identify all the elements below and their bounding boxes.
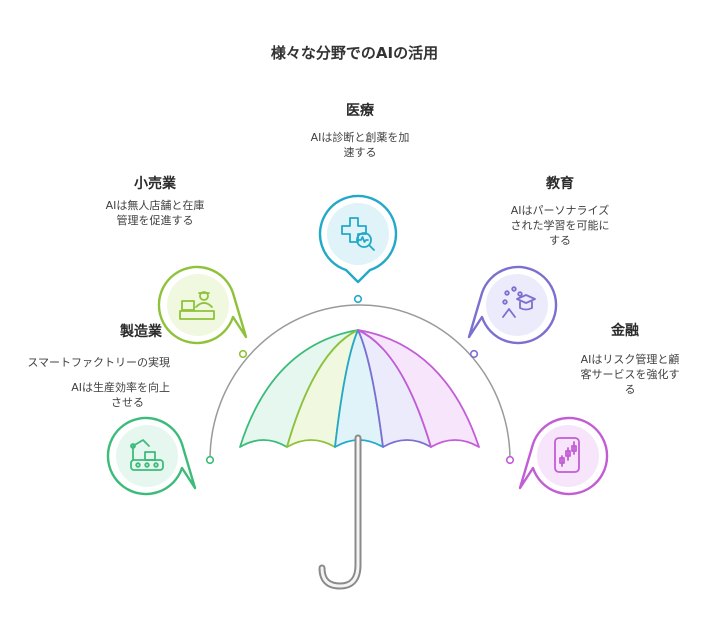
label-medical: 医療	[346, 103, 374, 119]
bubble-education	[467, 265, 558, 345]
bubble-fill-education	[486, 274, 548, 336]
label-manufacturing: 製造業	[120, 324, 162, 340]
desc-education-line2: された学習を可能に	[510, 219, 610, 232]
bubble-retail	[157, 265, 248, 345]
label-finance: 金融	[611, 323, 639, 339]
umbrella-canopy	[239, 329, 480, 448]
sector-bubbles	[106, 194, 609, 496]
bubble-medical	[318, 194, 398, 284]
diagram-title: 様々な分野でのAIの活用	[270, 44, 439, 62]
robot-arm-conveyor-icon	[130, 439, 164, 471]
candlestick-phone-icon	[554, 437, 580, 473]
desc-manufacturing-line1: スマートファクトリーの実現	[27, 356, 170, 369]
desc-education-line1: AIはパーソナライズ	[510, 204, 610, 217]
desc-manufacturing-line2: AIは生産効率を向上	[71, 381, 170, 394]
label-education: 教育	[546, 176, 574, 192]
desc-manufacturing-line3: させる	[111, 396, 144, 409]
desc-medical-line2: 速する	[343, 146, 377, 159]
bubble-finance	[518, 416, 609, 496]
umbrella-handle	[318, 434, 362, 590]
label-retail: 小売業	[134, 176, 176, 192]
desc-finance-line3: る	[624, 383, 636, 396]
umbrella	[239, 329, 480, 590]
cashier-icon	[179, 291, 215, 320]
desc-finance-line1: AIはリスク管理と顧	[580, 353, 680, 366]
connector-dot-manufacturing	[205, 455, 215, 465]
connector-dot-medical	[353, 294, 363, 304]
medical-diagnosis-icon	[341, 217, 375, 251]
connector-dot-finance	[505, 455, 515, 465]
bubble-manufacturing	[106, 416, 197, 496]
connector-dot-education	[469, 349, 479, 359]
connector-markers	[205, 294, 515, 465]
desc-medical-line1: AIは診断と創薬を加	[310, 131, 410, 144]
graduation-cap-icon	[502, 286, 536, 318]
connector-dot-retail	[238, 349, 248, 359]
umbrella-panel-5	[357, 329, 480, 448]
desc-retail-line1: AIは無人店舗と在庫	[105, 199, 205, 212]
desc-finance-line2: 客サービスを強化す	[580, 368, 680, 381]
desc-education-line3: する	[549, 234, 571, 247]
desc-retail-line2: 管理を促進する	[116, 214, 194, 227]
bubble-fill-manufacturing	[116, 425, 178, 487]
connector-arc	[209, 304, 511, 461]
